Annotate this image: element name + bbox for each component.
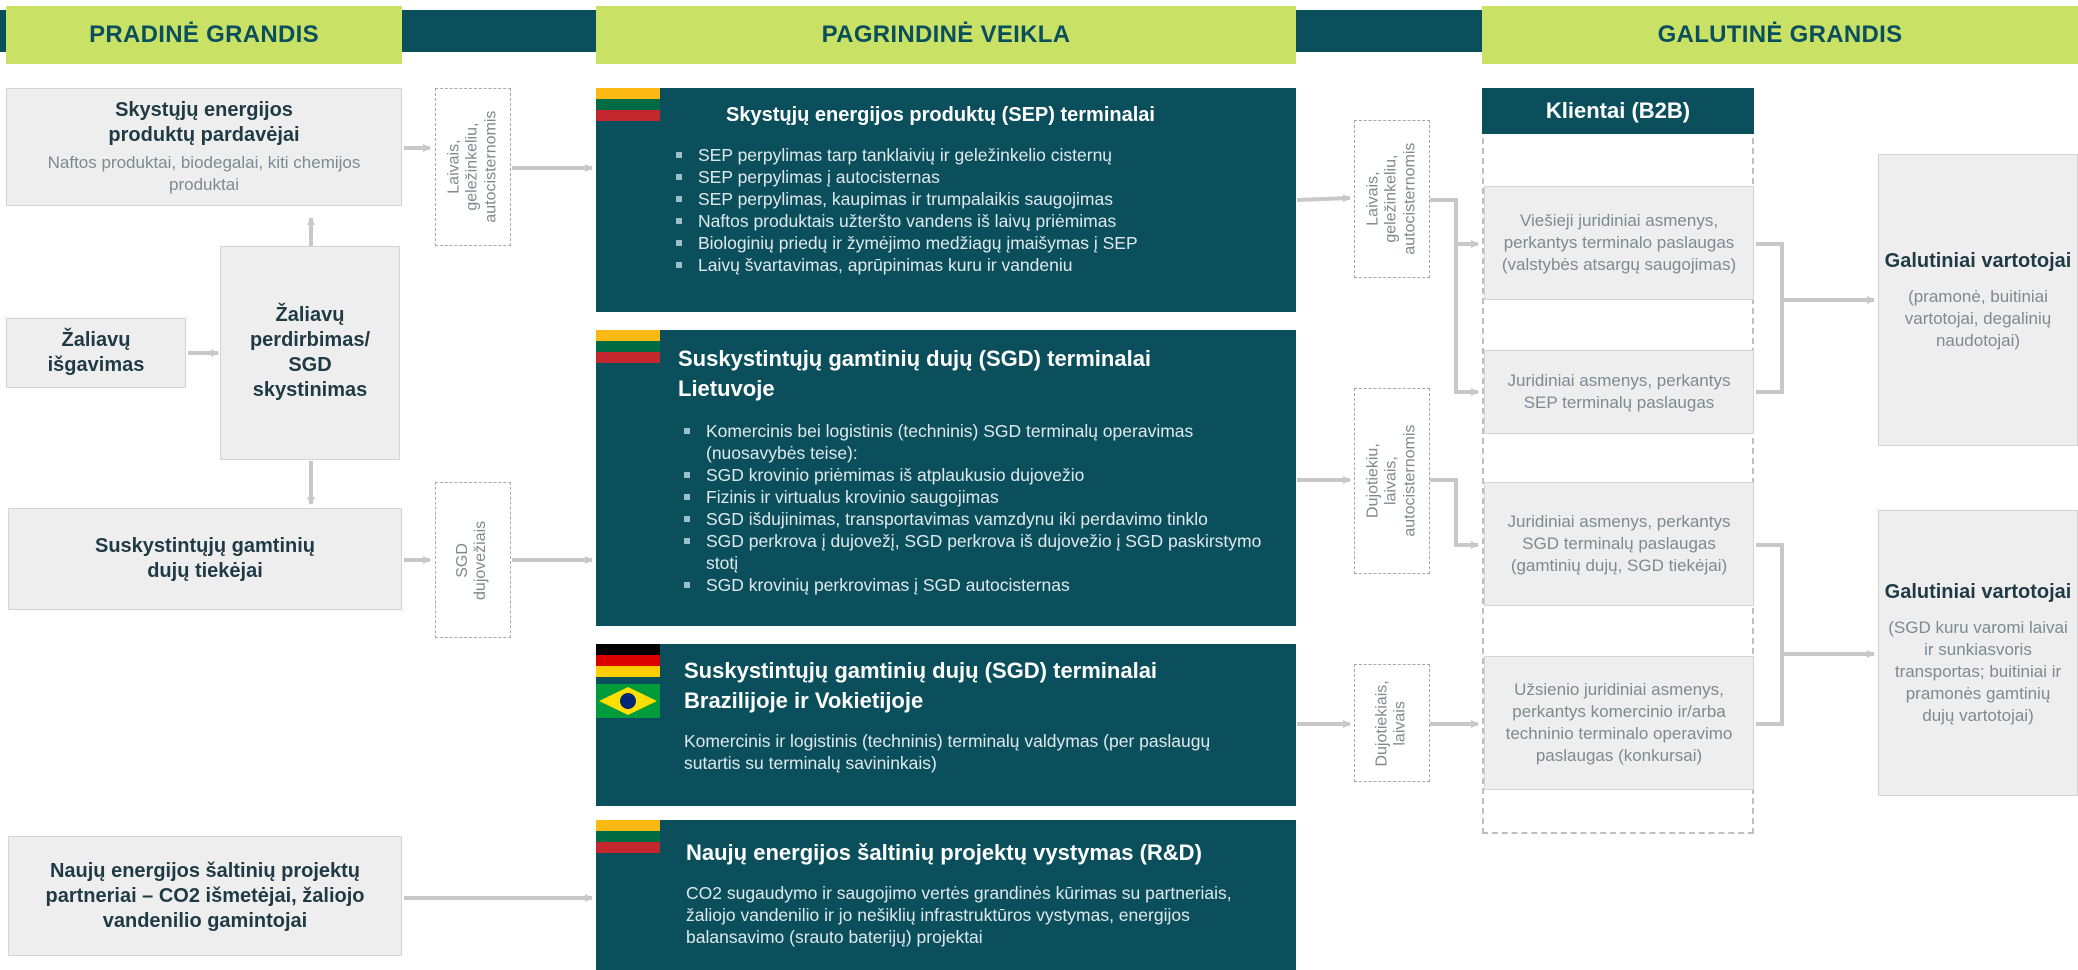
arrow-sep-to-transport	[1296, 194, 1351, 203]
lithuania-flag	[596, 88, 660, 121]
final-consumers-box-2: Galutiniai vartotojai (SGD kuru varomi l…	[1878, 510, 2078, 796]
transport-box-lng-out: Dujotiekiu, laivais, autocisternomis	[1354, 388, 1430, 574]
bracket-clients-final-2	[1756, 543, 1784, 726]
sellers-title: Skystųjų energijos produktų pardavėjai	[108, 98, 300, 146]
transport-label: Laivais, geležinkeliu, autocisternomis	[1364, 142, 1419, 256]
extraction-box: Žaliavų išgavimas	[6, 318, 186, 388]
list-item: SGD perkrova į dujovežį, SGD perkrova iš…	[680, 530, 1280, 574]
arrow-to-client-lng	[1430, 478, 1479, 549]
lithuania-flag	[596, 330, 660, 363]
partners-label: Naujų energijos šaltinių projektų partne…	[45, 859, 365, 932]
sellers-box: Skystųjų energijos produktų pardavėjai N…	[6, 88, 402, 206]
rnd-body: CO2 sugaudymo ir saugojimo vertės grandi…	[686, 883, 1232, 947]
lng-suppliers-box: Suskystintųjų gamtinių dujų tiekėjai	[8, 508, 402, 610]
list-item: SGD krovinio priėmimas iš atplaukusio du…	[680, 464, 1280, 486]
list-item: Fizinis ir virtualus krovinio saugojimas	[680, 486, 1280, 508]
list-item: SGD išdujinimas, transportavimas vamzdyn…	[680, 508, 1280, 530]
lng-lt-title: Suskystintųjų gamtinių dujų (SGD) termin…	[678, 346, 1152, 401]
list-item: SEP perpylimas, kaupimas ir trumpalaikis…	[672, 188, 1282, 210]
transport-label: Dujotiekiu, laivais, autocisternomis	[1364, 424, 1419, 538]
list-item: SEP perpylimas į autocisternas	[672, 166, 1282, 188]
rnd-title: Naujų energijos šaltinių projektų vystym…	[686, 840, 1202, 865]
client-foreign-entities: Užsienio juridiniai asmenys, perkantys k…	[1484, 656, 1754, 790]
processing-label: Žaliavų perdirbimas/ SGD skystinimas	[249, 304, 371, 401]
header-core-activity: PAGRINDINĖ VEIKLA	[596, 6, 1296, 64]
bracket-clients-final-1	[1756, 242, 1784, 394]
final-consumers-title: Galutiniai vartotojai	[1884, 249, 2072, 272]
lng-lt-items: Komercinis bei logistinis (techninis) SG…	[680, 420, 1280, 596]
transport-box-sellers: Laivais, geležinkeliu, autocisternomis	[435, 88, 511, 246]
client-public-entities: Viešieji juridiniai asmenys, perkantys t…	[1484, 186, 1754, 300]
list-item: Laivų švartavimas, aprūpinimas kuru ir v…	[672, 254, 1282, 276]
arrow-transport-branch	[1430, 198, 1478, 394]
sep-items: SEP perpylimas tarp tanklaivių ir geleži…	[672, 144, 1282, 276]
lng-br-de-body: Komercinis ir logistinis (techninis) ter…	[684, 731, 1211, 773]
list-item: Naftos produktais užteršto vandens iš la…	[672, 210, 1282, 232]
final-consumers-box-1: Galutiniai vartotojai (pramonė, buitinia…	[1878, 154, 2078, 446]
final-consumers-subtitle: (SGD kuru varomi laivai ir sunkiasvoris …	[1888, 617, 2068, 726]
partners-box: Naujų energijos šaltinių projektų partne…	[8, 836, 402, 956]
germany-flag	[596, 644, 660, 677]
transport-box-sep-out: Laivais, geležinkeliu, autocisternomis	[1354, 120, 1430, 278]
transport-box-lng-carriers: SGD dujovežiais	[435, 482, 511, 638]
list-item: Biologinių priedų ir žymėjimo medžiagų į…	[672, 232, 1282, 254]
extraction-label: Žaliavų išgavimas	[47, 329, 145, 376]
client-sep-entities: Juridiniai asmenys, perkantys SEP termin…	[1484, 350, 1754, 434]
rnd-box: Naujų energijos šaltinių projektų vystym…	[596, 820, 1296, 970]
list-item: SEP perpylimas tarp tanklaivių ir geleži…	[672, 144, 1282, 166]
processing-box: Žaliavų perdirbimas/ SGD skystinimas	[220, 246, 400, 460]
brazil-flag	[596, 684, 660, 718]
final-consumers-title: Galutiniai vartotojai	[1884, 580, 2072, 603]
client-lng-entities: Juridiniai asmenys, perkantys SGD termin…	[1484, 482, 1754, 606]
sep-terminals-box: Skystųjų energijos produktų (SEP) termin…	[596, 88, 1296, 312]
transport-box-foreign-out: Dujotiekiais, laivais	[1354, 664, 1430, 782]
list-item: Komercinis bei logistinis (techninis) SG…	[680, 420, 1280, 464]
list-item: SGD krovinių perkrovimas į SGD autociste…	[680, 574, 1280, 596]
transport-label: SGD dujovežiais	[454, 520, 490, 600]
sep-title: Skystųjų energijos produktų (SEP) termin…	[726, 104, 1155, 126]
header-upstream: PRADINĖ GRANDIS	[6, 6, 402, 64]
lng-lithuania-box: Suskystintųjų gamtinių dujų (SGD) termin…	[596, 330, 1296, 626]
sellers-subtitle: Naftos produktai, biodegalai, kiti chemi…	[47, 152, 361, 194]
final-consumers-subtitle: (pramonė, buitiniai vartotojai, degalini…	[1904, 286, 2052, 351]
header-downstream: GALUTINĖ GRANDIS	[1482, 6, 2078, 64]
lithuania-flag	[596, 820, 660, 853]
transport-label: Laivais, geležinkeliu, autocisternomis	[445, 110, 500, 224]
clients-header: Klientai (B2B)	[1482, 88, 1754, 134]
lng-brazil-germany-box: Suskystintųjų gamtinių dujų (SGD) termin…	[596, 644, 1296, 806]
transport-label: Dujotiekiais, laivais	[1373, 679, 1410, 767]
lng-br-de-title: Suskystintųjų gamtinių dujų (SGD) termin…	[684, 658, 1158, 713]
lng-suppliers-label: Suskystintųjų gamtinių dujų tiekėjai	[94, 535, 316, 582]
